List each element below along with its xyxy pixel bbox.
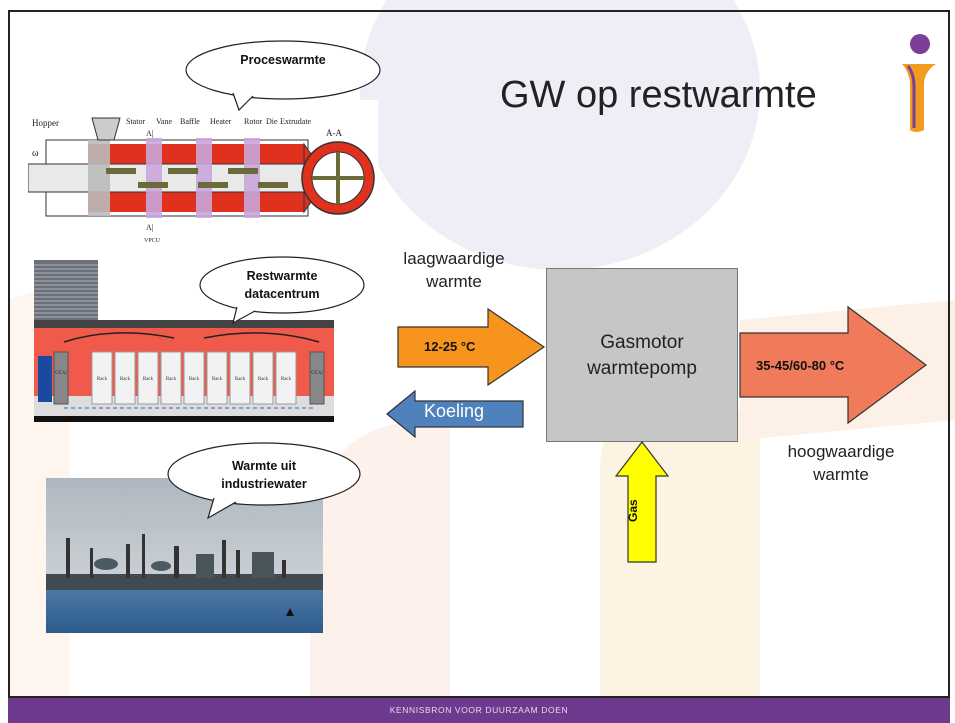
arrow-input-orange [397,307,546,387]
extruder-label-heater: Heater [210,117,232,126]
label-laagwaardige-warmte: laagwaardige warmte [403,249,505,291]
rack [252,351,274,405]
footer-text: KENNISBRON VOOR DUURZAAM DOEN [389,705,569,715]
box-line-1: Gasmotor [600,332,684,353]
gasmotor-warmtepomp-text: Gasmotor warmtepomp [546,330,738,382]
label-hoogwaardige-warmte: hoogwaardige warmte [787,442,895,484]
rack-label: Rack [235,377,246,382]
extruder-label-extrudate: Extrudate [280,117,312,126]
ccu-right-label: CC U [311,371,323,376]
extruder-label-hopper: Hopper [32,118,59,128]
rack-label: Rack [258,377,269,382]
bubble-proceswarmte-text: Proceswarmte [240,53,326,67]
rack [91,351,113,405]
arrow-cooling-text: Koeling [424,401,485,421]
extruder-section-label: A-A [326,128,342,138]
datacenter-diagram: Rack Rack Rack Rack Rack Rack Rack Rack Rack CC U… [34,260,334,422]
rack [137,351,159,405]
arrow-gas-yellow [614,441,670,563]
arrow-gas-text: Gas [626,499,640,522]
rack [183,351,205,405]
gasmotor-warmtepomp-box [546,268,738,442]
rack-label: Rack [97,377,108,382]
extruder-label-vane: Vane [156,117,172,126]
box-line-2: warmtepomp [587,358,697,379]
logo-icon [902,34,936,132]
extruder-vpcu: VPCU [144,238,161,244]
ccu-left-label: CC U [55,371,67,376]
rack [160,351,182,405]
rack [114,351,136,405]
ccu-left [53,351,69,405]
extruder-a-bottom: A| [146,223,153,232]
ccu-right [309,351,325,405]
arrow-output-salmon [739,305,928,425]
rack-label: Rack [281,377,292,382]
slide-title: GW op restwarmte [500,74,817,116]
rack [229,351,251,405]
bubble-datacentrum-text: Restwarmte datacentrum [244,269,320,301]
extruder-diagram: Hopper Stator Vane Baffle Heater Rotor D… [28,100,378,248]
footer-bar [8,698,950,723]
arrow-input-temp: 12-25 °C [424,339,476,354]
rack-label: Rack [120,377,131,382]
bubble-proceswarmte [185,40,381,112]
rack-label: Rack [212,377,223,382]
bubble-industriewater [167,442,361,520]
bubble-industriewater-text: Warmte uit industriewater [221,459,307,491]
extruder-label-rotor: Rotor [244,117,263,126]
rack-label: Rack [189,377,200,382]
rack-label: Rack [166,377,177,382]
rack [275,351,297,405]
extruder-label-stator: Stator [126,117,145,126]
rack [206,351,228,405]
rack-label: Rack [143,377,154,382]
extruder-a-top: A| [146,129,153,138]
arrow-cooling-blue [386,389,524,439]
arrow-output-temp: 35-45/60-80 °C [756,358,845,373]
bubble-datacentrum [199,256,365,325]
extruder-omega: ω [32,148,39,159]
extruder-label-baffle: Baffle [180,117,200,126]
extruder-label-die: Die [266,117,278,126]
